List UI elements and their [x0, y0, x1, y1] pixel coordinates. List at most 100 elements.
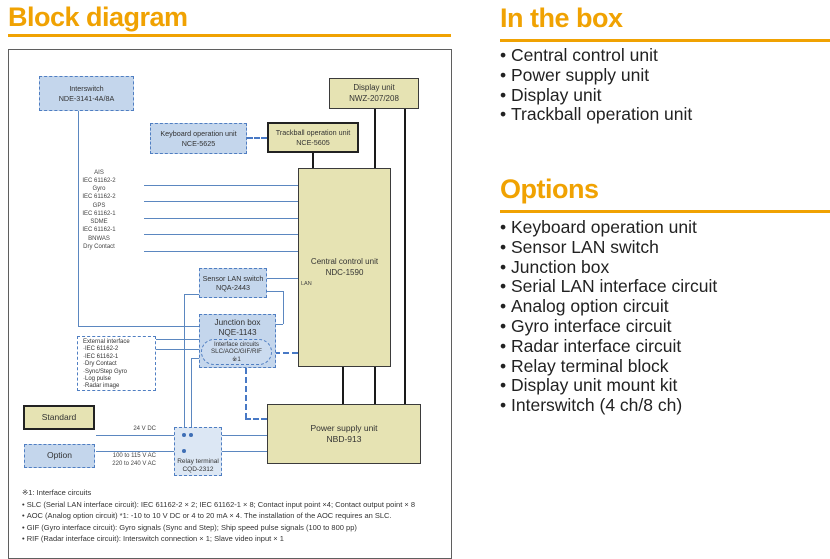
- connector-line: [156, 339, 199, 340]
- external-interface-title: External interface: [83, 339, 130, 345]
- ifc-psu-link: [245, 418, 267, 420]
- box-label: Trackball operation unit: [275, 128, 351, 138]
- box-label: Display unit: [353, 83, 395, 93]
- trackball-unit-box: Trackball operation unit NCE-5605: [267, 122, 359, 153]
- signal-wire-sdme: [144, 234, 298, 235]
- footnote-item: AOC (Analog option circuit) *1: -10 to 1…: [22, 510, 450, 522]
- list-item: Display unit mount kit: [500, 376, 717, 396]
- signal-wire-gps: [144, 218, 298, 219]
- in-the-box-list: Central control unit Power supply unit D…: [500, 45, 692, 125]
- footnote-item: RIF (Radar interface circuit): Interswit…: [22, 533, 450, 545]
- signal-label-gps: GPS IEC 61162-1: [82, 203, 116, 217]
- list-item: Sensor LAN switch: [500, 237, 717, 258]
- page-title: Block diagram: [8, 2, 188, 32]
- connector-line: [283, 291, 284, 324]
- legend-option-label: Option: [46, 450, 73, 461]
- signal-label-gyro: Gyro IEC 61162-2: [82, 186, 116, 200]
- external-interface-item: Sync/Step Gyro: [83, 369, 127, 376]
- trackball-ccu-wire: [312, 152, 314, 168]
- external-interface-item: Dry Contact: [83, 361, 117, 368]
- box-label: Relay terminal: [177, 458, 219, 465]
- signal-wire-bnwas: [144, 251, 298, 252]
- external-interface-item: IEC 61162-2: [83, 346, 118, 353]
- box-label: Keyboard operation unit: [160, 129, 237, 139]
- connector-line: [78, 111, 79, 326]
- list-item: Display unit: [500, 85, 692, 106]
- power-supply-unit-box: Power supply unit NBD-913: [267, 404, 421, 464]
- signal-wire-ais: [144, 185, 298, 186]
- box-label: Sensor LAN switch: [202, 273, 264, 283]
- footnote-item: SLC (Serial LAN interface circuit): IEC …: [22, 499, 450, 511]
- footnote-item: GIF (Gyro interface circuit): Gyro signa…: [22, 522, 450, 534]
- list-item: Serial LAN interface circuit: [500, 277, 717, 297]
- footnotes: ※1: Interface circuits SLC (Serial LAN i…: [22, 487, 450, 545]
- box-label: Interswitch: [69, 84, 104, 94]
- options-list: Keyboard operation unit Sensor LAN switc…: [500, 217, 717, 416]
- connector-line: [156, 349, 199, 350]
- interface-circuits-box: Interface circuits SLC/AOC/GIF/RIF ※1: [201, 339, 272, 365]
- in-the-box-title: In the box: [500, 3, 623, 33]
- external-interface-item: Log pulse: [83, 376, 111, 383]
- footnote-heading: ※1: Interface circuits: [22, 488, 92, 497]
- box-model: NQA-2443: [216, 283, 250, 292]
- connector-line: [191, 358, 201, 359]
- options-title: Options: [500, 174, 599, 204]
- block-diagram-panel: Interswitch NDE-3141-4A/8A Display unit …: [8, 49, 452, 559]
- box-label: SLC/AOC/GIF/RIF: [211, 348, 262, 356]
- signal-wire-gyro: [144, 201, 298, 202]
- connector-line: [78, 326, 199, 327]
- list-item: Radar interface circuit: [500, 336, 717, 357]
- list-item: Keyboard operation unit: [500, 217, 717, 238]
- ac-power-label: 100 to 115 V AC 220 to 240 V AC: [112, 453, 156, 467]
- keyboard-trackball-link: [247, 137, 267, 139]
- box-model: NCE-5605: [296, 137, 330, 147]
- lan-port-label: LAN: [301, 281, 312, 287]
- box-label: Central control unit: [310, 257, 379, 267]
- external-interface-item: IEC 61162-1: [83, 354, 118, 361]
- signal-label-bnwas: BNWAS Dry Contact: [83, 236, 115, 250]
- footnote-ref: ※1: [232, 355, 241, 363]
- display-unit-box: Display unit NWZ-207/208: [329, 78, 419, 109]
- connector-line: [184, 294, 185, 451]
- connector-line: [184, 294, 199, 295]
- signal-label-ais: AIS IEC 61162-2: [82, 170, 116, 184]
- in-the-box-underline: [500, 39, 830, 42]
- list-item: Power supply unit: [500, 65, 692, 86]
- ifc-psu-link: [245, 368, 247, 419]
- sensor-lan-switch-box: Sensor LAN switch NQA-2443: [199, 268, 267, 298]
- legend-standard: Standard: [23, 405, 95, 430]
- ccu-psu-wire: [342, 367, 344, 404]
- connector-line: [276, 324, 283, 325]
- ifc-ccu-link: [274, 352, 298, 354]
- box-label: Power supply unit: [310, 422, 378, 433]
- connector-line: [191, 358, 192, 435]
- list-item: Relay terminal block: [500, 356, 717, 377]
- list-item: Junction box: [500, 257, 717, 278]
- list-item: Central control unit: [500, 45, 692, 66]
- options-underline: [500, 210, 830, 213]
- list-item: Trackball operation unit: [500, 105, 692, 125]
- legend-option: Option: [24, 444, 95, 468]
- ccu-psu-wire: [374, 367, 376, 404]
- list-item: Interswitch (4 ch/8 ch): [500, 395, 717, 416]
- box-model: CQD-2312: [182, 465, 214, 473]
- connector-line: [267, 291, 283, 292]
- keyboard-unit-box: Keyboard operation unit NCE-5625: [150, 123, 247, 154]
- box-model: NQE-1143: [218, 328, 257, 337]
- legend-standard-label: Standard: [41, 411, 77, 422]
- junction-dot: [182, 433, 186, 437]
- box-model: NDE-3141-4A/8A: [58, 93, 115, 103]
- box-label: Junction box: [214, 318, 261, 327]
- box-model: NDC-1590: [325, 267, 364, 277]
- lan-wire: [267, 278, 298, 279]
- box-label: Interface circuits: [213, 340, 260, 348]
- list-item: Analog option circuit: [500, 296, 717, 317]
- junction-dot: [182, 449, 186, 453]
- display-psu-wire: [404, 109, 406, 404]
- junction-box: Junction box NQE-1143 Interface circuits…: [199, 314, 276, 368]
- signal-label-sdme: SDME IEC 61162-1: [82, 219, 116, 233]
- external-interface-item: Radar image: [83, 383, 119, 390]
- box-model: NCE-5625: [181, 138, 216, 148]
- list-item: Gyro interface circuit: [500, 316, 717, 337]
- external-interface-box: External interface IEC 61162-2 IEC 61162…: [77, 336, 156, 391]
